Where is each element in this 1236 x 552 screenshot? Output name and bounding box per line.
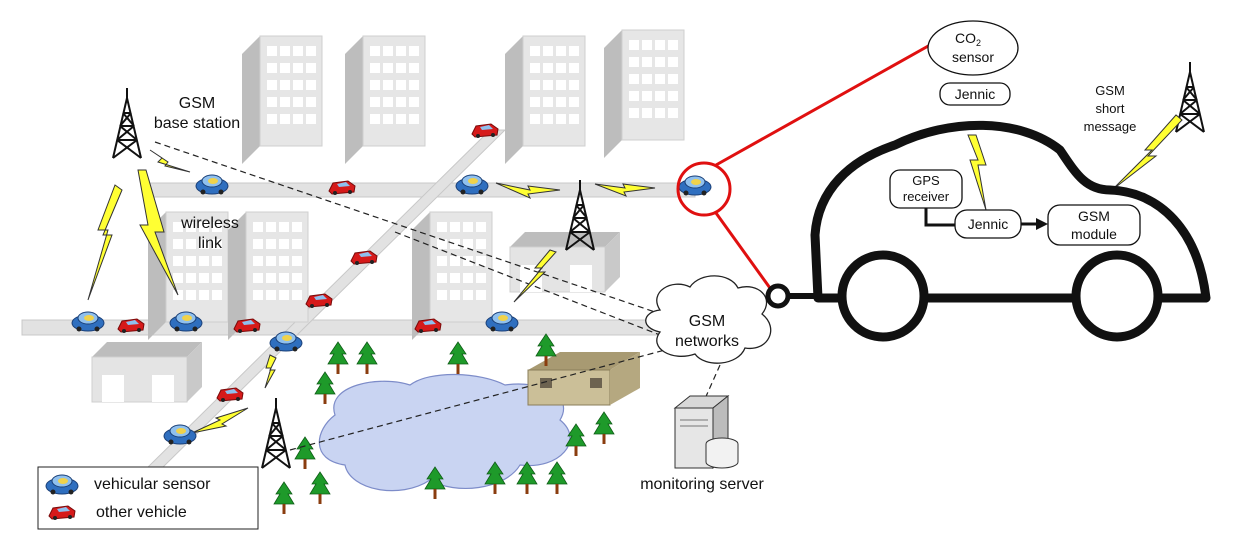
co2-label: CO2 <box>955 30 981 48</box>
lake-house <box>527 352 640 406</box>
gps-label-line1: GPS <box>912 173 940 188</box>
monitoring-server-label: monitoring server <box>640 476 764 493</box>
other-vehicle-car-icon <box>414 318 442 334</box>
gsm-networks-label-line1: GSM <box>689 313 725 330</box>
gps-to-jennic-arrow <box>924 208 955 227</box>
car-schematic: CO2 sensor Jennic GPS receiver Jennic GS… <box>765 20 1211 342</box>
hitch-ring <box>765 283 791 309</box>
jennic-top-node <box>939 82 1011 106</box>
rear-wheel <box>1071 250 1163 342</box>
gsm-sms-label-line1: GSM <box>1095 83 1125 98</box>
other-vehicle-car-icon <box>233 318 261 334</box>
gsm-module-label-line1: GSM <box>1078 208 1110 224</box>
legend: vehicular sensor other vehicle <box>37 466 259 530</box>
wireless-link-label-line2: link <box>198 235 223 252</box>
gsm-module-label-line2: module <box>1071 226 1117 242</box>
gsm-sms-label-line3: message <box>1084 119 1137 134</box>
car-body <box>810 120 1211 303</box>
gsm-module-node <box>1047 204 1141 246</box>
legend-vehicular-sensor: vehicular sensor <box>94 476 211 493</box>
jennic-inner-label: Jennic <box>968 216 1008 232</box>
front-wheel <box>837 250 929 342</box>
gsm-base-station-label-line1: GSM <box>179 95 215 112</box>
gsm-networks-cloud <box>645 275 772 364</box>
gsm-sms-label-line2: short <box>1096 101 1125 116</box>
gps-label-line2: receiver <box>903 189 950 204</box>
zoom-highlight <box>676 43 931 296</box>
wireless-link-label-line1: wireless <box>180 215 239 232</box>
vehicular-sensor-car-icon <box>71 311 105 332</box>
other-vehicle-legend-icon <box>48 505 76 521</box>
arrowhead-icon <box>1036 218 1048 230</box>
co2-sensor-node <box>927 20 1019 76</box>
lake <box>318 373 571 492</box>
other-vehicle-car-icon <box>350 250 378 266</box>
tower-icon <box>261 397 291 469</box>
base-station-tower-icon <box>112 87 142 159</box>
other-vehicle-car-icon <box>117 318 145 334</box>
legend-other-vehicle: other vehicle <box>96 504 187 521</box>
lightning-bolts <box>87 114 1183 434</box>
gsm-base-station-label-line2: base station <box>154 115 240 132</box>
co2-sensor-label: sensor <box>952 49 994 65</box>
vehicular-sensor-car-icon <box>678 175 712 196</box>
other-vehicle-car-icon <box>471 123 499 139</box>
gsm-networks-label-line2: networks <box>675 333 739 350</box>
city-scene: GSM base station wireless link GSM netwo… <box>21 29 1205 515</box>
other-vehicle-car-icon <box>216 387 244 403</box>
other-vehicle-car-icon <box>328 180 356 196</box>
monitoring-server-icon <box>673 394 739 470</box>
vehicular-sensor-car-icon <box>195 174 229 195</box>
jennic-top-label: Jennic <box>955 86 995 102</box>
other-vehicle-car-icon <box>305 293 333 309</box>
vehicular-sensor-car-icon <box>455 174 489 195</box>
